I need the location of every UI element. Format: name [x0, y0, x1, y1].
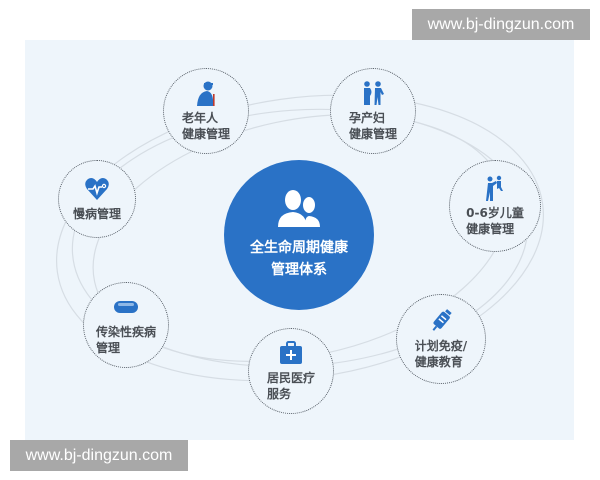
node-label: 传染性疾病 管理: [95, 325, 156, 355]
node-label: 老年人 健康管理: [181, 111, 230, 141]
node-label: 居民医疗 服务: [266, 371, 315, 401]
watermark-bottom: www.bj-dingzun.com: [10, 440, 188, 471]
medical-kit-icon: [280, 341, 302, 364]
node-maternal-health: 孕产妇 健康管理: [330, 68, 416, 154]
node-chronic-disease: 慢病管理: [58, 160, 136, 238]
node-label: 计划免疫/ 健康教育: [414, 339, 468, 369]
pregnant-couple-icon: [364, 81, 384, 105]
parent-child-icon: [486, 175, 503, 201]
node-label: 慢病管理: [72, 207, 121, 221]
node-infectious-disease: 传染性疾病 管理: [83, 282, 169, 368]
elderly-person-icon: [197, 81, 215, 106]
node-label: 0-6岁儿童 健康管理: [466, 206, 524, 236]
center-node: 全生命周期健康 管理体系: [224, 160, 374, 310]
node-children-health: 0-6岁儿童 健康管理: [449, 160, 541, 252]
heartbeat-icon: [85, 178, 109, 200]
node-immunization-education: 计划免疫/ 健康教育: [396, 294, 486, 384]
syringe-icon: [432, 309, 452, 331]
two-people-icon: [278, 190, 320, 227]
center-label: 全生命周期健康 管理体系: [250, 240, 348, 278]
node-label: 孕产妇 健康管理: [348, 111, 397, 141]
watermark-top: www.bj-dingzun.com: [412, 9, 590, 40]
node-resident-medical: 居民医疗 服务: [248, 328, 334, 414]
node-elderly-health: 老年人 健康管理: [163, 68, 249, 154]
capsule-icon: [114, 301, 138, 313]
